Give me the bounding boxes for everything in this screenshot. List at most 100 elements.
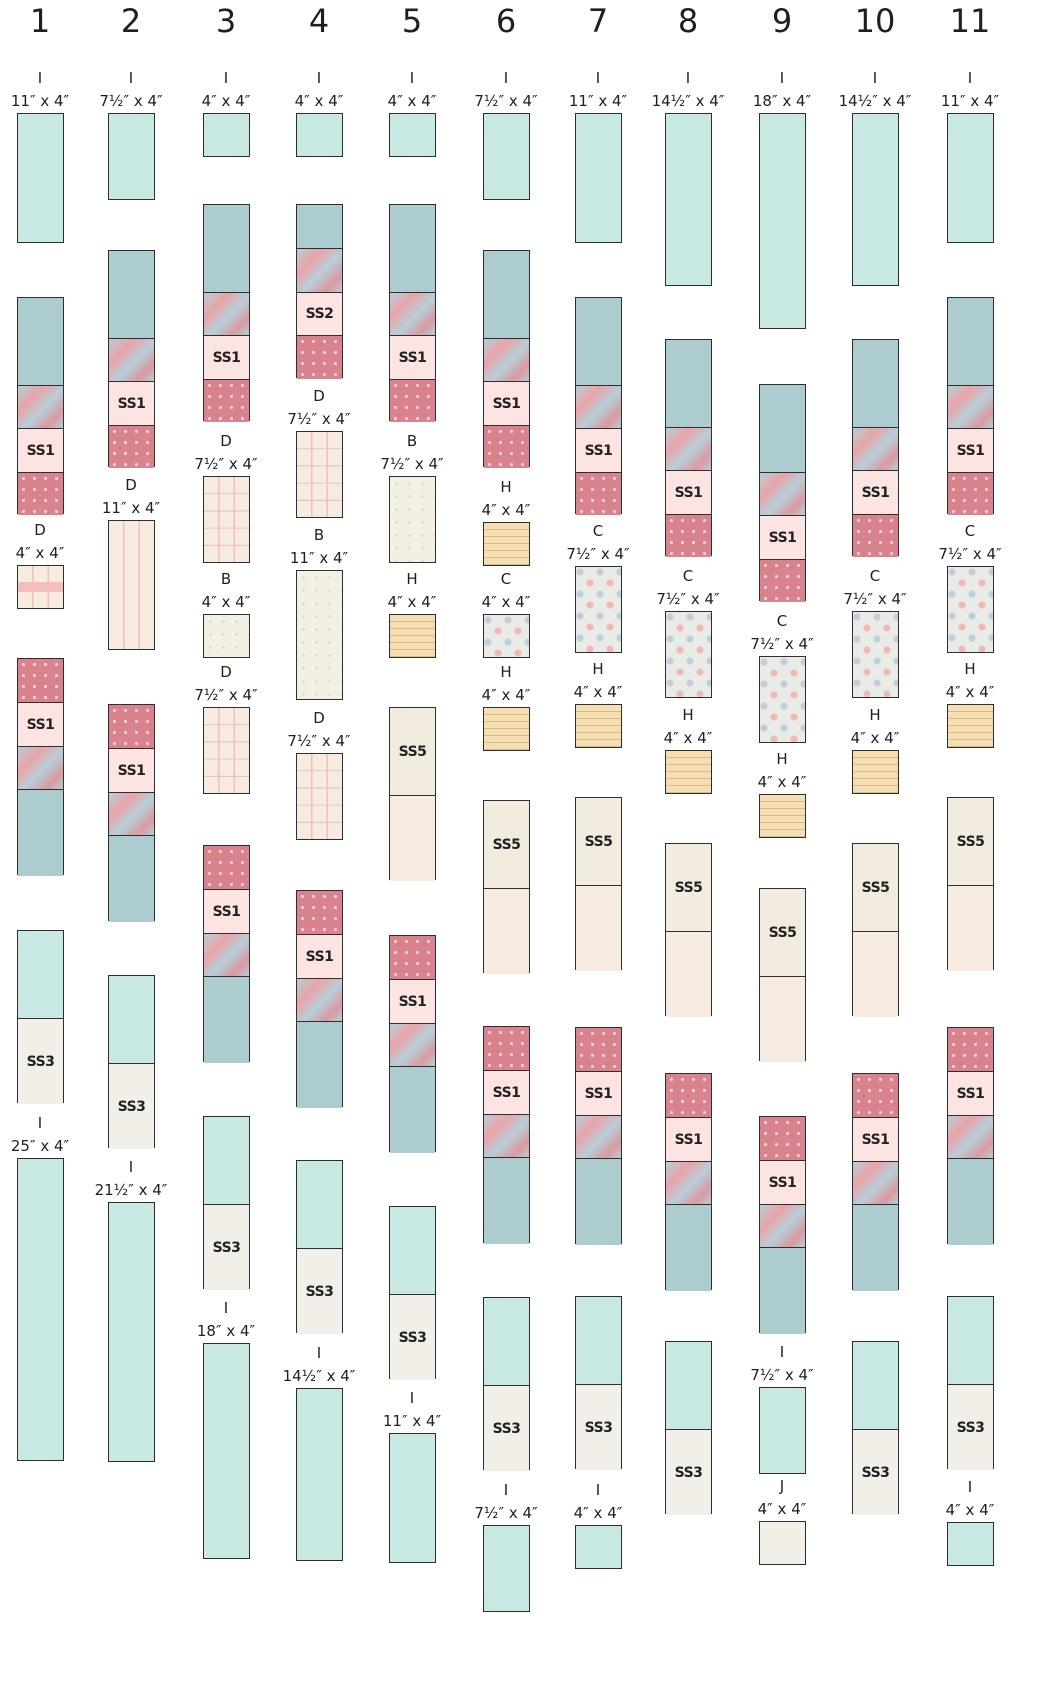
strip-segment-flr <box>853 1161 898 1204</box>
piece-size: 4″ x 4″ <box>451 591 561 614</box>
strip-segment-ss5p <box>666 931 711 1017</box>
strip-unit: SS1 <box>296 890 343 1107</box>
fabric-piece-i <box>17 113 64 243</box>
piece-size: 4″ x 4″ <box>727 771 837 794</box>
segment-label: SS1 <box>957 443 985 459</box>
strip-segment-flr <box>18 746 63 789</box>
strip-segment-dots <box>948 1028 993 1071</box>
column-number: 4 <box>289 2 349 40</box>
segment-label: SS1 <box>493 1085 521 1101</box>
strip-unit: SS1 <box>759 384 806 601</box>
strip-segment-flr <box>297 248 342 292</box>
strip-segment-I <box>109 976 154 1063</box>
strip-segment-ss3: SS3 <box>666 1429 711 1515</box>
piece-label: I4″ x 4″ <box>543 1479 653 1525</box>
segment-label: SS1 <box>118 763 146 779</box>
strip-unit: SS1 <box>852 339 899 556</box>
segment-label: SS1 <box>306 949 334 965</box>
strip-segment-ss1: SS1 <box>853 1117 898 1161</box>
piece-letter: H <box>727 748 837 771</box>
segment-label: SS1 <box>675 485 703 501</box>
strip-segment-I <box>390 1207 435 1294</box>
strip-unit: SS1 <box>483 1026 530 1243</box>
strip-unit: SS1 <box>483 250 530 467</box>
fabric-piece-d <box>17 565 64 609</box>
piece-size: 4″ x 4″ <box>727 1498 837 1521</box>
strip-segment-ss5: SS5 <box>948 798 993 885</box>
fabric-piece-i <box>759 113 806 329</box>
fabric-piece-i <box>108 113 155 200</box>
strip-segment-ss1: SS1 <box>390 979 435 1023</box>
strip-segment-ss1: SS1 <box>109 381 154 425</box>
piece-letter: H <box>451 476 561 499</box>
piece-letter: I <box>357 1387 467 1410</box>
segment-label: SS3 <box>306 1284 334 1300</box>
strip-segment-flr <box>390 1023 435 1066</box>
strip-segment-flr <box>484 338 529 381</box>
strip-unit: SS1 <box>108 250 155 467</box>
piece-label: B7½″ x 4″ <box>357 430 467 476</box>
segment-label: SS5 <box>585 834 613 850</box>
strip-segment-dots <box>853 1074 898 1117</box>
piece-size: 11″ x 4″ <box>357 1410 467 1433</box>
strip-segment-blue <box>853 1204 898 1291</box>
fabric-piece-d <box>108 520 155 650</box>
strip-unit: SS3 <box>389 1206 436 1379</box>
strip-segment-flr <box>760 1204 805 1247</box>
strip-unit: SS1 <box>947 297 994 514</box>
strip-unit: SS5 <box>389 707 436 880</box>
strip-unit: SS5 <box>665 843 712 1016</box>
piece-letter: D <box>264 385 374 408</box>
piece-size: 18″ x 4″ <box>171 1320 281 1343</box>
fabric-piece-i <box>483 1525 530 1612</box>
fabric-piece-i <box>575 1525 622 1569</box>
strip-segment-dots <box>576 1028 621 1071</box>
segment-label: SS3 <box>957 1420 985 1436</box>
piece-label: H4″ x 4″ <box>543 658 653 704</box>
piece-label: H4″ x 4″ <box>727 748 837 794</box>
strip-segment-ss1: SS1 <box>576 1071 621 1115</box>
strip-segment-blue <box>390 205 435 292</box>
strip-segment-ss5: SS5 <box>853 844 898 931</box>
piece-size: 4″ x 4″ <box>915 1499 1025 1522</box>
strip-segment-flr <box>666 1161 711 1204</box>
strip-segment-dots <box>109 705 154 748</box>
strip-segment-ss1: SS1 <box>297 934 342 978</box>
strip-unit: SS5 <box>575 797 622 970</box>
strip-segment-ss1: SS1 <box>666 470 711 514</box>
strip-segment-dots <box>853 514 898 557</box>
strip-segment-ss1: SS1 <box>948 1071 993 1115</box>
strip-unit: SS5 <box>483 800 530 973</box>
piece-size: 7½″ x 4″ <box>915 543 1025 566</box>
strip-unit: SS1 <box>947 1027 994 1244</box>
strip-segment-blue <box>297 1021 342 1108</box>
fabric-piece-h <box>389 614 436 658</box>
strip-segment-ss5p <box>760 976 805 1062</box>
fabric-piece-i <box>665 113 712 286</box>
fabric-piece-i <box>296 1388 343 1561</box>
strip-segment-dots <box>297 335 342 379</box>
segment-label: SS3 <box>27 1054 55 1070</box>
segment-label: SS3 <box>585 1420 613 1436</box>
fabric-piece-i <box>203 1343 250 1559</box>
piece-size: 4″ x 4″ <box>0 542 95 565</box>
strip-segment-dots <box>576 472 621 515</box>
segment-label: SS3 <box>862 1465 890 1481</box>
strip-unit: SS3 <box>203 1116 250 1289</box>
piece-size: 11″ x 4″ <box>915 90 1025 113</box>
strip-segment-blue <box>18 789 63 876</box>
piece-letter: H <box>820 704 930 727</box>
piece-letter: I <box>543 1479 653 1502</box>
strip-segment-blue <box>297 205 342 248</box>
strip-segment-blue <box>390 1066 435 1153</box>
piece-letter: I <box>727 1341 837 1364</box>
strip-segment-dots <box>18 472 63 515</box>
strip-segment-dots <box>297 891 342 934</box>
strip-segment-dots <box>484 1027 529 1070</box>
piece-size: 4″ x 4″ <box>543 1502 653 1525</box>
fabric-piece-c <box>575 566 622 653</box>
segment-label: SS1 <box>585 1086 613 1102</box>
